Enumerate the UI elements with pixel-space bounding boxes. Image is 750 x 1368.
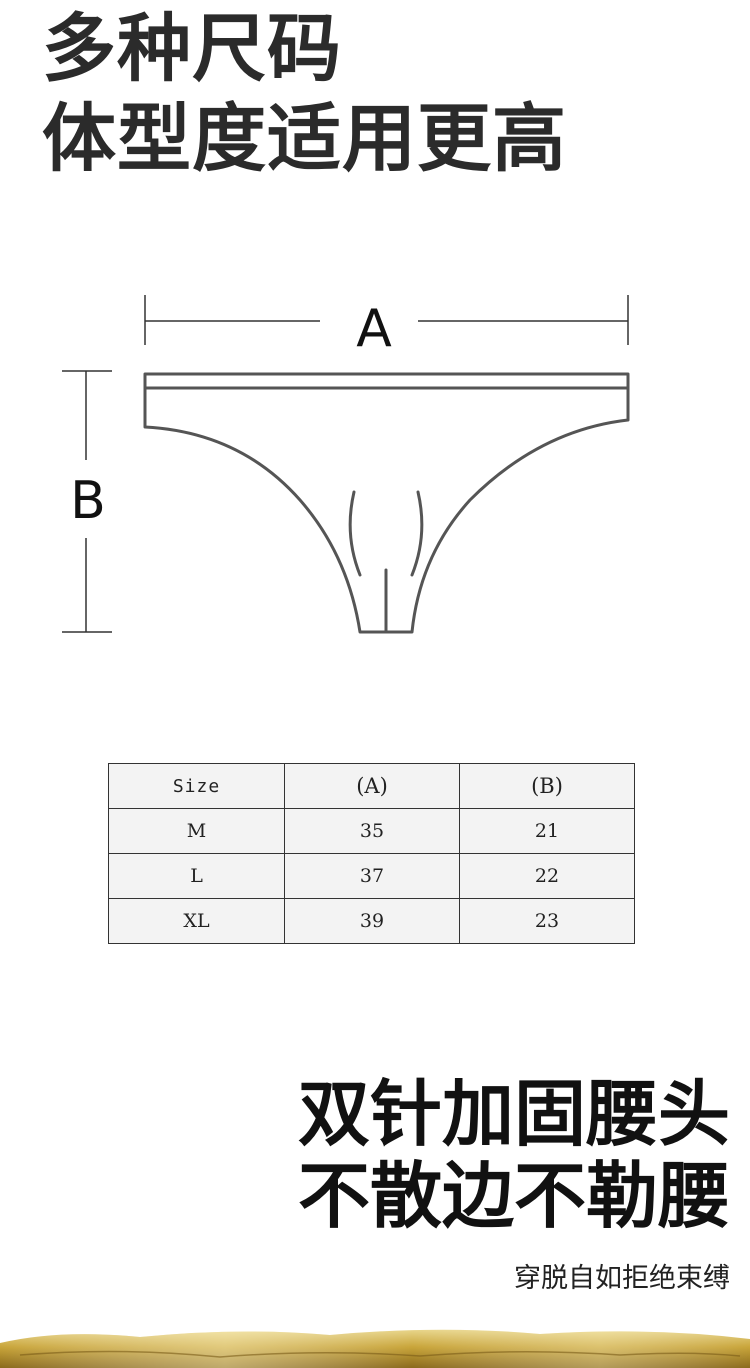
table-cell: 22 [459,853,635,899]
headline-line-2: 体型度适用更高 [42,96,567,182]
table-cell: XL [108,898,285,944]
table-header-cell: Size [108,763,285,809]
size-diagram: A B [62,295,630,634]
brief-outline [143,372,630,634]
table-cell: 37 [284,853,460,899]
table-cell: 23 [459,898,635,944]
dimension-a-label: A [356,299,392,359]
feature-caption: 穿脱自如拒绝束缚 [514,1263,730,1294]
table-header-cell: (A) [284,763,460,809]
table-row: M 35 21 [108,808,635,854]
table-cell: L [108,853,285,899]
size-table: Size (A) (B) M 35 21 L 37 22 XL 39 23 [108,763,635,944]
table-row: L 37 22 [108,853,635,899]
gold-waistband-image [0,1329,750,1368]
table-header-cell: (B) [459,763,635,809]
table-header-row: Size (A) (B) [108,763,635,809]
feature-headline-line-2: 不散边不勒腰 [297,1154,730,1238]
table-row: XL 39 23 [108,898,635,944]
table-cell: 39 [284,898,460,944]
dimension-b [62,370,112,633]
table-cell: 21 [459,808,635,854]
table-cell: 35 [284,808,460,854]
feature-headline-line-1: 双针加固腰头 [297,1072,730,1156]
table-cell: M [108,808,285,854]
headline-line-1: 多种尺码 [42,6,342,92]
dimension-b-label: B [70,471,106,531]
dimension-a [144,295,629,345]
